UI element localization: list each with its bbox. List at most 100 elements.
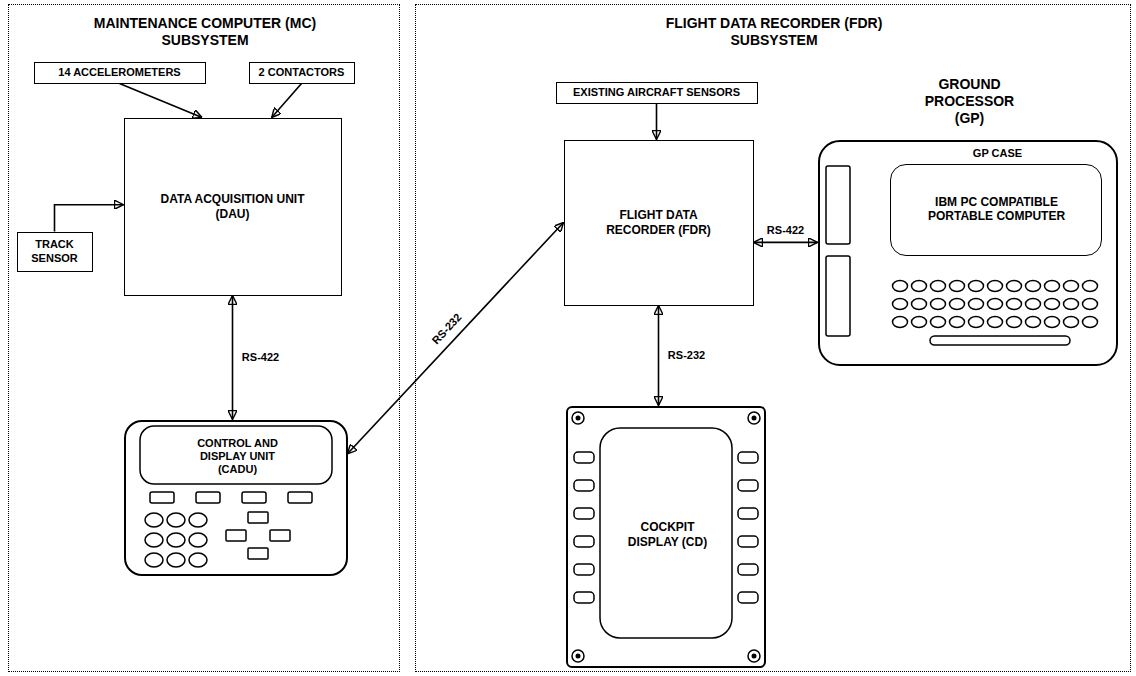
keyboard-key [950, 299, 965, 310]
space-bar [930, 336, 1070, 345]
bezel-button [574, 452, 594, 463]
keyboard-key [912, 299, 927, 310]
soft-key [196, 492, 220, 503]
connector-line [232, 296, 234, 420]
box-label: 2 CONTACTORS [259, 66, 345, 79]
keyboard-key [893, 317, 908, 328]
display-screen [140, 426, 332, 484]
soft-key [150, 492, 174, 503]
keyboard-key [1007, 317, 1022, 328]
keyboard-key [1045, 281, 1060, 292]
device-label: GP CASE [892, 147, 1104, 160]
bezel-button [574, 508, 594, 519]
box-label: EXISTING AIRCRAFT SENSORS [573, 86, 740, 99]
keypad-key [167, 533, 185, 547]
sensor-box: 14 ACCELEROMETERS [34, 62, 206, 84]
box-label: DATA ACQUISITION UNIT (DAU) [158, 192, 308, 221]
box-label: TRACK SENSOR [24, 238, 86, 264]
bezel-button [738, 452, 758, 463]
keyboard-key [1083, 299, 1098, 310]
connector-line [272, 84, 302, 118]
keyboard-key [950, 281, 965, 292]
keyboard-key [1026, 299, 1041, 310]
soft-key [242, 492, 266, 503]
keypad-key [167, 513, 185, 527]
keyboard-key [1026, 281, 1041, 292]
unit-box: FLIGHT DATA RECORDER (FDR) [564, 140, 754, 306]
signal-label: RS-232 [428, 310, 466, 349]
corner-screw [748, 650, 760, 662]
signal-label: RS-232 [666, 349, 707, 362]
device-title: GROUND PROCESSOR (GP) [910, 76, 1030, 126]
keypad-key [189, 533, 207, 547]
keyboard-key [893, 281, 908, 292]
screw-head [576, 416, 581, 421]
signal-label: RS-422 [765, 225, 806, 238]
connector-line [754, 242, 818, 244]
corner-screw [748, 412, 760, 424]
cockpit-display: COCKPIT DISPLAY (CD) [566, 406, 766, 668]
bezel-button [738, 536, 758, 547]
screw-head [752, 654, 757, 659]
keypad-key [167, 553, 185, 567]
subsystem-title: FLIGHT DATA RECORDER (FDR) SUBSYSTEM [624, 15, 924, 49]
keyboard-key [912, 317, 927, 328]
bezel-button [574, 564, 594, 575]
control-display-unit: CONTROL AND DISPLAY UNIT (CADU) [124, 420, 348, 576]
keyboard-key [1083, 281, 1098, 292]
sensor-box: EXISTING AIRCRAFT SENSORS [556, 82, 758, 104]
keyboard-key [1026, 317, 1041, 328]
keypad-key [145, 513, 163, 527]
keyboard-key [931, 299, 946, 310]
bezel-button [574, 480, 594, 491]
corner-screw [572, 650, 584, 662]
keyboard-key [1007, 281, 1022, 292]
connector-line [55, 205, 124, 232]
arrow-key [226, 530, 246, 541]
keyboard-key [950, 317, 965, 328]
sensor-box: 2 CONTACTORS [249, 62, 355, 84]
bezel-button [738, 480, 758, 491]
box-label: FLIGHT DATA RECORDER (FDR) [604, 208, 714, 237]
device-label: IBM PC COMPATIBLE PORTABLE COMPUTER [917, 195, 1077, 224]
connector-line [348, 223, 564, 454]
bezel-button [738, 564, 758, 575]
arrow-key [270, 530, 290, 541]
keyboard-key [988, 299, 1003, 310]
unit-box: DATA ACQUISITION UNIT (DAU) [124, 118, 342, 296]
keypad-key [189, 513, 207, 527]
keyboard-key [893, 299, 908, 310]
subsystem-region: FLIGHT DATA RECORDER (FDR) SUBSYSTEM EXIS… [415, 4, 1131, 672]
sensor-box: TRACK SENSOR [17, 232, 93, 272]
keyboard-key [1045, 299, 1060, 310]
bezel-button [574, 592, 594, 603]
keyboard-key [1064, 299, 1079, 310]
display-screen [600, 428, 732, 638]
ground-processor-case: GROUND PROCESSOR (GP)GP CASEIBM PC COMPA… [818, 140, 1118, 366]
arrow-key [248, 512, 268, 523]
corner-screw [572, 412, 584, 424]
connector-line [658, 306, 660, 406]
device-label: CONTROL AND DISPLAY UNIT (CADU) [183, 437, 293, 477]
screw-head [576, 654, 581, 659]
keyboard-key [988, 317, 1003, 328]
connector-line [120, 84, 202, 118]
box-label: 14 ACCELEROMETERS [58, 66, 180, 79]
arrow-key [248, 548, 268, 559]
keyboard-key [969, 317, 984, 328]
keyboard-key [969, 299, 984, 310]
keypad-key [145, 533, 163, 547]
bezel-button [738, 508, 758, 519]
subsystem-title: MAINTENANCE COMPUTER (MC) SUBSYSTEM [55, 15, 355, 49]
subsystem-region: MAINTENANCE COMPUTER (MC) SUBSYSTEM 14 AC… [8, 4, 400, 672]
keyboard-key [1064, 317, 1079, 328]
signal-label: RS-422 [240, 351, 281, 364]
keyboard-key [1007, 299, 1022, 310]
connector-line [656, 104, 658, 140]
keyboard-key [931, 317, 946, 328]
disk-slot [826, 166, 850, 244]
device-label: COCKPIT DISPLAY (CD) [623, 520, 713, 549]
bezel-button [738, 592, 758, 603]
keyboard-key [912, 281, 927, 292]
